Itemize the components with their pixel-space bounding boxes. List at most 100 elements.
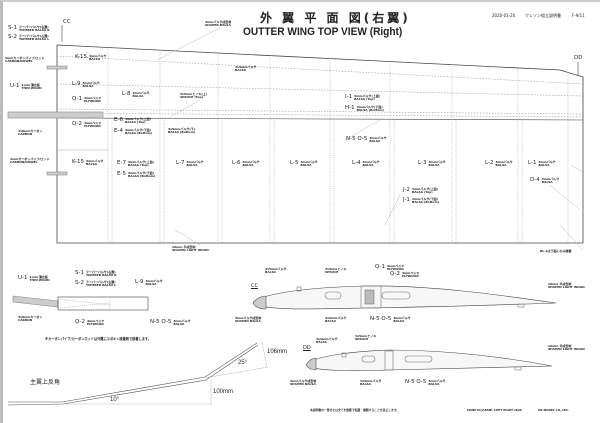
section-dd-airfoil	[305, 349, 553, 371]
section-marker-cc: CC	[63, 19, 71, 25]
material-jp: 3mmバルサ	[242, 160, 260, 164]
part-code: Q-1	[72, 96, 82, 102]
material-jp: 3mmバルサ(下面)	[124, 128, 152, 132]
material-en: BALSA	[541, 180, 553, 185]
material-en: BALSA	[393, 319, 405, 324]
material-en: BALSA (Bottom)	[127, 174, 156, 179]
material-en: BALSA	[325, 319, 337, 324]
part-code: N-5 O-5	[370, 316, 392, 322]
material-en: SPRUCE (Top)	[180, 95, 203, 100]
material-jp: 3mmバルサ(下面)	[411, 197, 439, 201]
material-jp: 1mm 薄合板	[29, 275, 48, 279]
material-jp: 3mmバルサ	[173, 319, 191, 323]
footer-made-in: MADE IN JAPAN	[467, 408, 492, 412]
part-code: L-1	[528, 160, 537, 166]
material-jp: 3mmベニヤ	[86, 319, 105, 323]
material-en: BALSA	[316, 340, 328, 345]
material-jp: 3x5mmヒノキ	[355, 334, 377, 338]
section-cc-title: CC	[251, 283, 258, 289]
material-jp: 3mmバルサ	[89, 54, 107, 58]
material-en: SHAPED BALSA	[205, 23, 231, 28]
material-jp: 3mmバルサ	[428, 379, 446, 383]
footer-copyright-note: 本説明書の一部または全てを無断で転載・複製することを禁止します。	[310, 408, 400, 412]
material-en: SPRUCE	[355, 337, 369, 342]
material-en: PLYWOOD	[83, 99, 101, 104]
carbon-note: ※カーボンパイプ/カーボンロッドは外翼にエポキシ接着剤で接着します。	[45, 337, 151, 341]
material-jp: 3mmバルサ	[495, 160, 513, 164]
part-label: 3x5mmバルサ(下)BALSA (Bottom)	[168, 127, 195, 135]
material-jp: 1mm 薄合板	[21, 83, 40, 87]
material-en: TAPERED BALSA L	[85, 283, 117, 288]
footer-company: OK MODEL CO.,LTD.	[538, 408, 569, 412]
part-code: U-1	[10, 83, 20, 89]
material-jp: 3mmバルサ	[132, 91, 150, 95]
material-jp: 3mmバルサ	[538, 160, 556, 164]
material-en: BALSA	[300, 163, 312, 168]
material-jp: 16mm 半成型材	[548, 282, 572, 286]
part-code: Q-2	[390, 271, 400, 277]
height-outer: 106mm	[267, 349, 288, 355]
material-jp: 3mmバルサ	[186, 160, 204, 164]
material-jp: 3x5mmバルサ	[325, 316, 347, 320]
material-en: BALSA	[132, 94, 144, 99]
material-jp: 3mmバルサ	[82, 81, 100, 85]
part-code: E-4	[114, 128, 123, 134]
material-en: BALSA	[145, 282, 157, 287]
material-en: BALSA	[173, 322, 185, 327]
material-en: BALSA	[362, 163, 374, 168]
part-code: D-4	[530, 177, 540, 183]
part-code: L-4	[352, 160, 361, 166]
material-en: THIN WOOD	[21, 86, 42, 91]
material-en: CARBON	[18, 132, 33, 137]
part-code: Q-2	[72, 121, 82, 127]
material-jp: 3mmバルサ(下面)	[127, 171, 155, 175]
part-code: L-7	[176, 160, 185, 166]
part-code: J-2	[403, 187, 410, 193]
material-jp: 3mmベニヤ	[83, 121, 102, 125]
material-jp: 3mmバルサ	[86, 159, 104, 163]
material-jp: テーパーバルサ(左翼)	[85, 280, 116, 284]
section-marker-dd: DD	[574, 55, 583, 61]
material-en: BALSA	[235, 68, 247, 73]
material-en: SHAPED BALSA	[290, 382, 316, 387]
page-number: F-9/11	[572, 13, 585, 18]
material-jp: 3x5mmバルサ	[235, 65, 257, 69]
material-spec: 3mmバルサ(上面)BALSA (Top)	[128, 160, 154, 168]
part-code: H-1	[345, 105, 355, 111]
part-code: L-9	[72, 81, 81, 87]
part-code: K-15	[75, 54, 88, 60]
dihedral-title: 主翼上反角	[30, 379, 61, 386]
part-code: L-9	[135, 279, 144, 285]
material-en: CARBON/DOWEL	[10, 160, 38, 165]
material-jp: 3mmベニヤ	[386, 264, 405, 268]
material-en: BALSA	[538, 163, 550, 168]
angle-inner: 10°	[110, 397, 120, 403]
